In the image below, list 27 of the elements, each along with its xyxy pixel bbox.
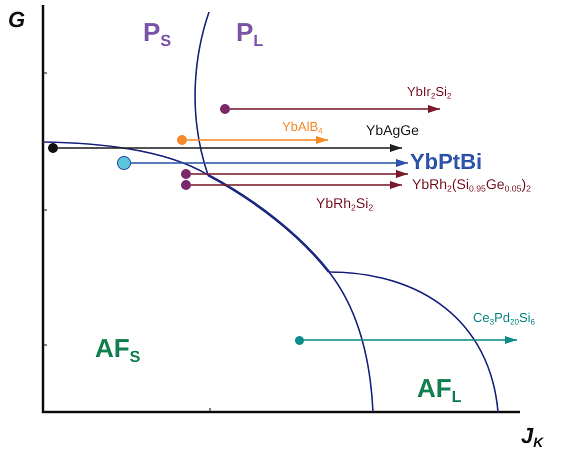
region-label: P$_{L}$ xyxy=(236,18,264,47)
region-label: AF$_{L}$ xyxy=(417,374,462,403)
compound-label: YbRh$_{2}$(Si$_{0.95}$Ge$_{0.05}$)$_{2}$ xyxy=(412,177,531,192)
compound-label: Ce$_{3}$Pd$_{20}$Si$_{6}$ xyxy=(473,311,536,326)
start-point-dot xyxy=(181,180,191,190)
start-point-dot xyxy=(181,169,191,179)
start-point-dot xyxy=(220,104,230,114)
start-point-dot xyxy=(48,143,58,153)
compound-label: YbRh$_{2}$Si$_{2}$ xyxy=(316,196,374,212)
region-label: P$_{S}$ xyxy=(143,18,172,47)
compound-label: YbIr$_{2}$Si$_{2}$ xyxy=(407,85,452,100)
axis-label: J$_{K}$ xyxy=(521,424,544,448)
compound-label: YbPtBi xyxy=(410,150,482,174)
arrow xyxy=(187,136,328,144)
start-point-dot xyxy=(294,336,304,344)
arrow xyxy=(304,336,517,344)
compound-label: YbAlB$_{4}$ xyxy=(282,120,323,134)
region-label: AF$_{S}$ xyxy=(95,334,140,363)
start-point-dot xyxy=(177,135,187,145)
arrow xyxy=(230,105,440,113)
axis-label: G xyxy=(8,8,26,32)
arrow xyxy=(191,181,402,189)
compound-label: YbAgGe xyxy=(366,123,419,138)
start-point-dot xyxy=(117,156,131,170)
arrow xyxy=(131,159,408,167)
arrow xyxy=(191,170,408,178)
arrow xyxy=(58,144,402,152)
